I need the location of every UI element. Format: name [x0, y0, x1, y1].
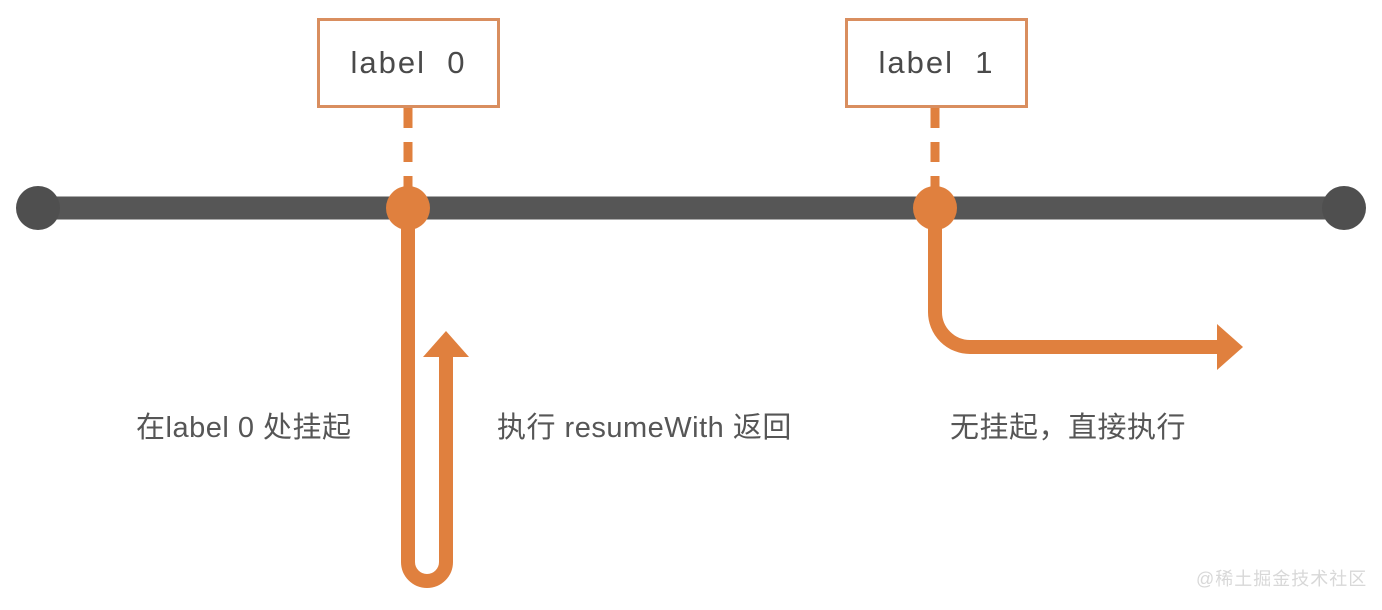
caption-resumewith: 执行 resumeWith 返回 — [497, 412, 792, 444]
connector-group — [403, 108, 940, 200]
arrow-suspend-resume — [401, 226, 469, 588]
label-box-1[interactable]: label 1 — [845, 18, 1028, 108]
watermark: @稀土掘金技术社区 — [1196, 569, 1368, 589]
timeline-bar — [38, 196, 1344, 220]
arrow-suspend-resume-head — [423, 331, 469, 357]
timeline-group — [16, 186, 1366, 230]
timeline-end-endpoint — [1322, 186, 1366, 230]
label-box-0-text: label 0 — [350, 45, 467, 80]
caption-direct: 无挂起，直接执行 — [950, 412, 1187, 444]
node-label-1-dot[interactable] — [913, 186, 957, 230]
arrow-suspend-resume-path — [401, 226, 453, 588]
label-box-0[interactable]: label 0 — [317, 18, 500, 108]
caption-suspend: 在label 0 处挂起 — [136, 412, 352, 444]
arrow-direct-execute-path — [928, 226, 1222, 354]
node-label-0-dot[interactable] — [386, 186, 430, 230]
arrow-direct-execute-head — [1217, 324, 1243, 370]
node-group — [386, 186, 957, 230]
label-box-1-text: label 1 — [878, 45, 995, 80]
arrow-direct-execute — [928, 226, 1243, 370]
timeline-start-endpoint — [16, 186, 60, 230]
